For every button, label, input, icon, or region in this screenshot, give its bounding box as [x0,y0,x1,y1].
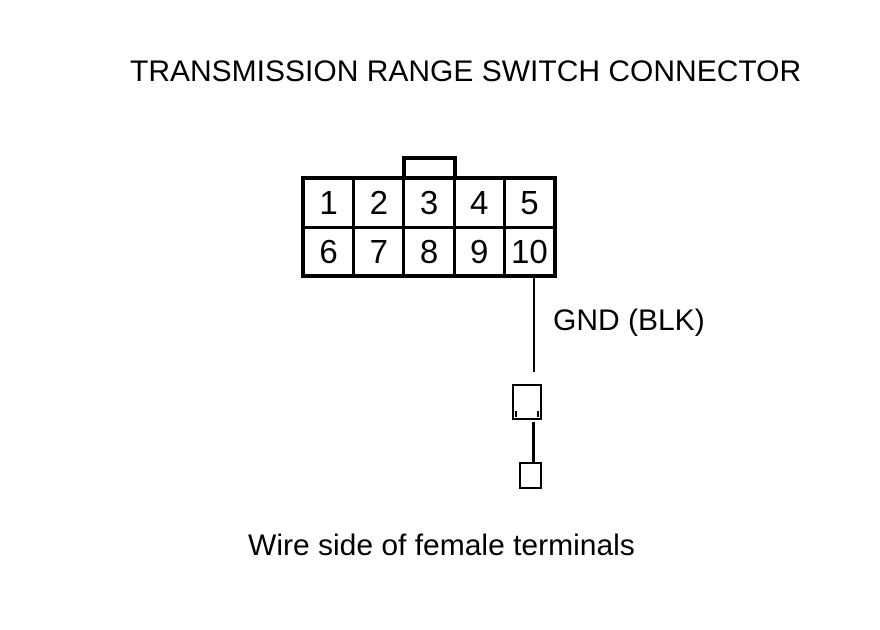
terminal-tick-icon [515,411,517,417]
ground-wire-upper-segment [533,278,535,372]
inline-connector-symbol [512,384,542,420]
pin-cell-1: 1 [305,180,353,226]
pin-cell-7: 7 [355,228,403,274]
terminal-end-symbol [519,462,542,489]
caption: Wire side of female terminals [248,529,635,562]
ground-wire-lower-segment [532,422,535,466]
pin-cell-3: 3 [405,180,453,226]
pin-cell-5: 5 [505,180,553,226]
pin-cell-10: 10 [505,228,553,274]
terminal-tick-icon [537,411,539,417]
pin-cell-6: 6 [305,228,353,274]
pin-cell-2: 2 [355,180,403,226]
pin-cell-9: 9 [455,228,503,274]
connector-tab [402,156,457,176]
pin-cell-4: 4 [455,180,503,226]
pin-cell-8: 8 [405,228,453,274]
page-title: TRANSMISSION RANGE SWITCH CONNECTOR [130,55,802,88]
connector-pin-grid: 1 2 3 4 5 6 7 8 9 10 [301,176,557,278]
ground-wire-label: GND (BLK) [553,304,705,337]
